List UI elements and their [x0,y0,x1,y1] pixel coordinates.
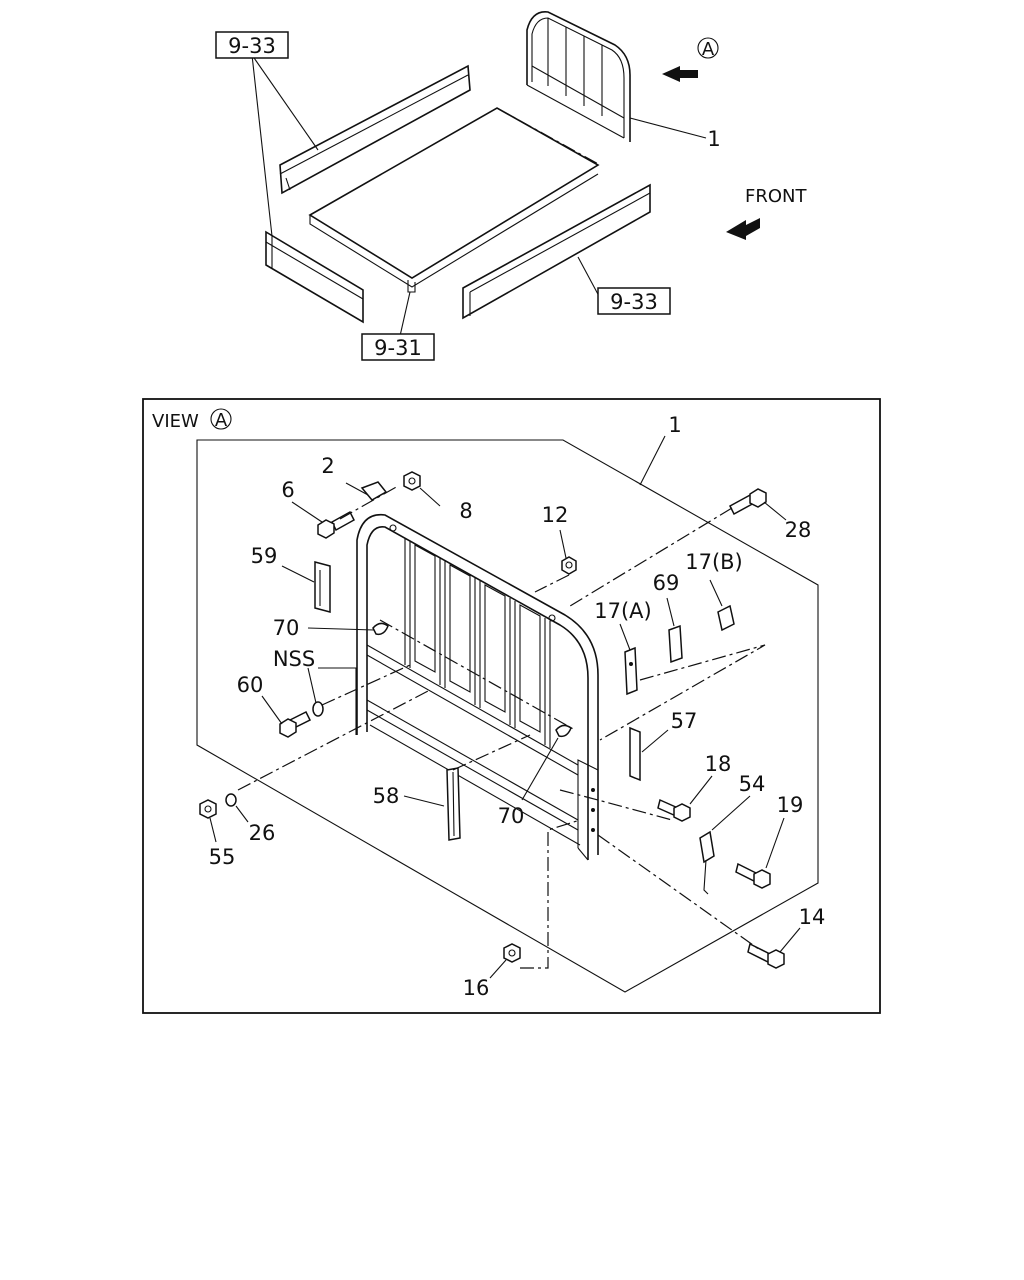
hook-70b [555,724,572,738]
front-arrow [726,218,760,240]
nut-12 [561,556,577,575]
strip-58 [446,767,461,841]
ref-box-floor: 9-31 [374,336,422,360]
headboard-gate [356,513,599,861]
callout-1: 1 [668,413,681,437]
callout-60: 60 [237,673,264,697]
callout-nss: NSS [273,647,315,671]
callout-59: 59 [251,544,278,568]
callout-gate-top: 1 [707,127,720,151]
view-marker-top: A [702,39,715,60]
callout-26: 26 [249,821,276,845]
ref-box-left-panels: 9-33 [228,34,276,58]
strip-57 [629,726,641,782]
callout-6: 6 [281,478,294,502]
bolt-28 [729,488,767,516]
nut-16 [503,943,521,963]
clip-2 [360,481,388,501]
washer-26 [225,793,237,807]
callout-28: 28 [785,518,812,542]
bolt-14 [747,942,785,969]
bolt-19 [735,862,771,889]
bolt-18 [657,798,691,822]
bolt-60 [279,710,312,738]
bolt-6 [317,510,355,539]
callout-70b: 70 [498,804,525,828]
clip-17b [717,604,735,632]
callout-69: 69 [653,571,680,595]
callout-18: 18 [705,752,732,776]
front-label: FRONT [745,186,807,207]
view-title: VIEW [152,411,199,432]
latch-54 [699,830,715,895]
bracket-17a [624,646,638,696]
hook-70a [372,622,389,636]
callout-57: 57 [671,709,698,733]
view-a-arrow [662,66,698,82]
right-side-panel [462,183,651,320]
assembly-outline [196,439,819,993]
ref-box-right-panel: 9-33 [610,290,658,314]
leader-lines [209,435,801,979]
callout-16: 16 [463,976,490,1000]
callout-14: 14 [799,905,826,929]
view-marker: A [215,410,228,431]
callout-54: 54 [739,772,766,796]
left-front-side-panel [265,230,364,324]
headboard-gate-top [526,11,631,142]
callout-17a: 17(A) [594,599,651,623]
callout-12: 12 [542,503,569,527]
deck-floor [308,107,601,293]
nut-55 [199,799,217,819]
callout-2: 2 [321,454,334,478]
bracket-59 [314,561,331,613]
nut-8 [403,471,421,491]
left-rear-side-panel [279,64,471,195]
view-a-frame [142,398,881,1014]
callout-17b: 17(B) [685,550,743,574]
callout-55: 55 [209,845,236,869]
top-assembly: A FRONT 9-33 9-31 9-33 1 [215,11,807,361]
callout-70a: 70 [273,616,300,640]
callout-19: 19 [777,793,804,817]
washer-nss [312,701,324,717]
callout-58: 58 [373,784,400,808]
callout-8: 8 [459,499,472,523]
plate-69 [668,624,683,664]
